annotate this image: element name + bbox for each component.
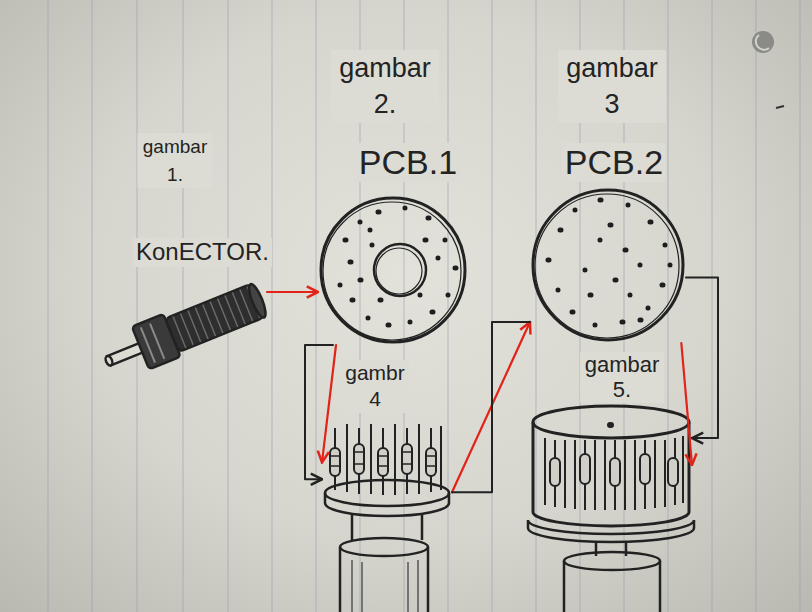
text-position: gambar 3 [558,50,666,123]
resistor-leads [335,424,441,495]
figure-label: gambar 3 [558,50,666,123]
pcb2-pads [548,200,670,325]
housing-side [533,422,689,526]
arrow-connector [681,343,692,465]
housing-knob-top [564,552,660,570]
housing-resistor-body [640,454,650,484]
text-position: KonECTOR. [133,238,272,267]
arrow-connector [452,322,530,492]
text-position: PCB.1 [356,143,460,182]
resistor-base-side [325,493,449,516]
knob-side [340,547,428,612]
resistor-housing-drawing [528,406,694,612]
resistor-assembly-drawing [325,424,449,612]
arrow-connector [322,345,336,462]
figure-label: gambar 2. [331,50,439,123]
pcb-outline [318,195,468,345]
part-label: PCB.2 [562,143,666,182]
housing-resistor-body [668,458,678,486]
pen-mark [776,106,784,108]
paper-logo [752,31,774,53]
text-position: gambar 1. [138,133,213,188]
resistor-housing-figure: gambar 5. [528,405,692,612]
pcb1-hole [374,244,426,296]
housing-top-dot [610,422,611,428]
part-label: PCB.1 [356,143,460,182]
resistor-body [330,448,340,476]
pcb-outline-ring [321,198,465,342]
ruling-lines [48,0,800,612]
housing-resistor-body [610,458,620,486]
pcb-outline-sketch [323,202,461,340]
figure-label: gambr 4 [341,360,409,413]
housing-base [528,520,694,542]
pcb2-details [548,200,670,325]
part-label: KonECTOR. [133,238,272,267]
housing-resistor-leads [545,436,683,510]
knob-top [340,538,428,556]
paper-logo-mark [756,35,769,50]
housing-top [533,406,689,438]
housing-resistor-body [580,454,590,484]
connector-drawing [98,278,271,384]
connector-pin-end [104,355,113,367]
text-position: gambar 2. [331,50,439,123]
resistor-base-neck [352,514,422,540]
resistor-assembly-figure: gambr 4 [322,425,452,612]
arrow-connector [686,277,718,438]
pcb1-hole-inner [376,248,422,294]
connector-thread-lines [173,287,260,348]
figure-label: gambar 5. [580,352,664,403]
arrow-connector [452,322,530,492]
connector-figure: gambar 1.KonECTOR. [105,285,267,385]
resistor-body [354,444,364,474]
resistor-bands [331,452,435,466]
figure-label: gambar 1. [138,133,213,188]
knob-shade [352,560,418,612]
resistor-body [378,448,388,476]
housing-neck [596,542,626,556]
connector-end [246,282,269,319]
connector-nut-shade [141,324,165,363]
pcb-outline [530,187,686,343]
text-position: gambar 5. [580,352,664,403]
pcb-outline-sketch [535,194,679,338]
pcb-outline-ring [533,190,683,340]
resistor-body [426,448,436,476]
pcb1-pads [340,208,456,325]
housing-resistor-body [550,458,560,486]
pcb-figure: gambar 2.PCB.1 [318,195,468,345]
resistor-base-top [325,480,449,506]
text-position: PCB.2 [562,143,666,182]
text-position: gambr 4 [341,360,409,413]
pcb1-details [340,208,456,325]
housing-knob-side [564,561,660,612]
arrow-connector [267,291,318,293]
pcb-figure: gambar 3PCB.2 [530,187,686,343]
resistor-body [402,444,412,474]
